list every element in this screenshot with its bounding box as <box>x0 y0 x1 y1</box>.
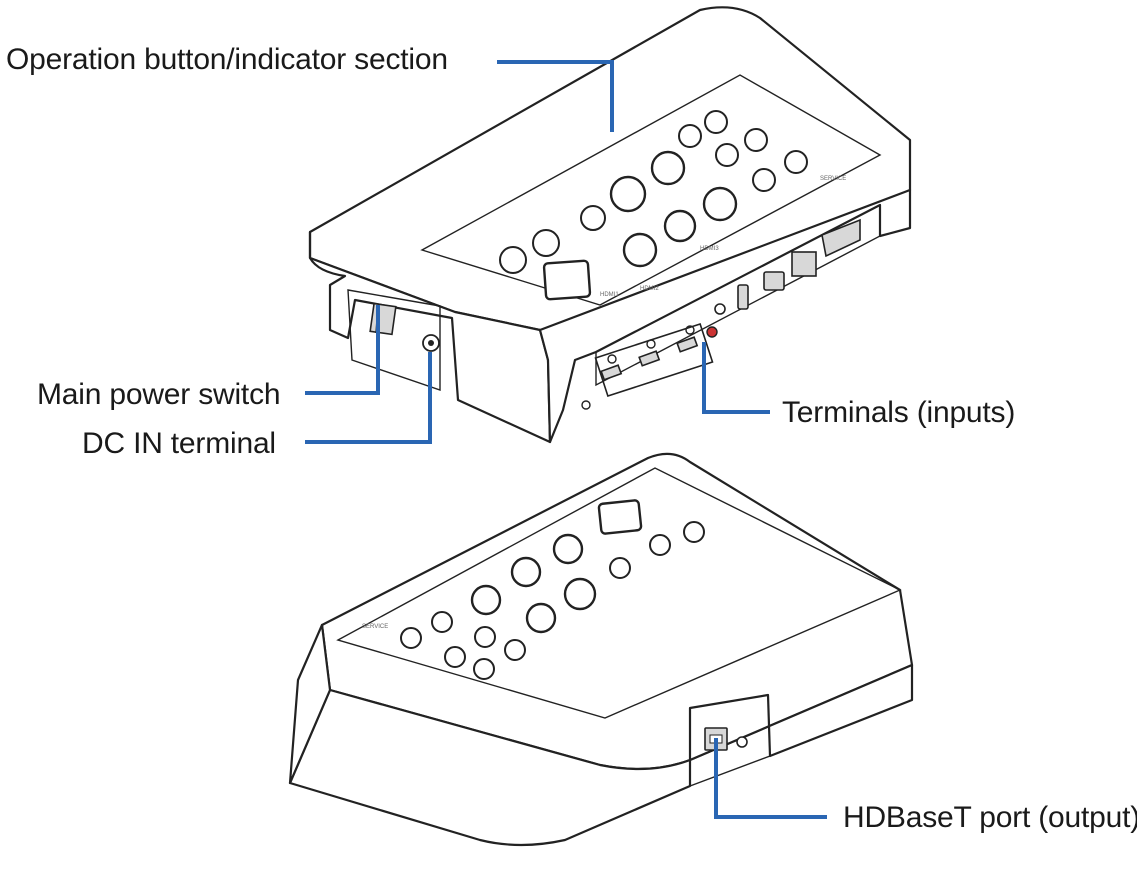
label-power-switch: Main power switch <box>37 378 281 411</box>
rear-terminals <box>581 218 861 410</box>
bottom-device: SERVICE <box>288 452 914 847</box>
svg-text:SERVICE: SERVICE <box>820 176 846 182</box>
leader-terminals <box>702 342 770 414</box>
svg-text:HDMI2: HDMI2 <box>640 286 659 292</box>
panel-buttons-top: HDMI1 HDMI2 HDMI3 SERVICE <box>499 110 846 301</box>
label-hdbaset: HDBaseT port (output) <box>843 801 1137 834</box>
label-operation: Operation button/indicator section <box>6 43 448 76</box>
label-terminals: Terminals (inputs) <box>782 396 1016 429</box>
panel-buttons-bottom: SERVICE <box>362 499 705 680</box>
svg-text:SERVICE: SERVICE <box>362 624 388 630</box>
top-device: HDMI1 HDMI2 HDMI3 SERVICE <box>308 6 912 444</box>
leader-power-switch <box>305 305 380 395</box>
svg-text:HDMI3: HDMI3 <box>700 246 719 252</box>
leader-dc-in <box>305 352 432 444</box>
leader-lines <box>305 60 827 819</box>
label-dc-in: DC IN terminal <box>82 427 276 460</box>
leader-hdbaset <box>714 738 827 819</box>
leader-operation <box>497 60 614 132</box>
svg-text:HDMI1: HDMI1 <box>600 292 619 298</box>
